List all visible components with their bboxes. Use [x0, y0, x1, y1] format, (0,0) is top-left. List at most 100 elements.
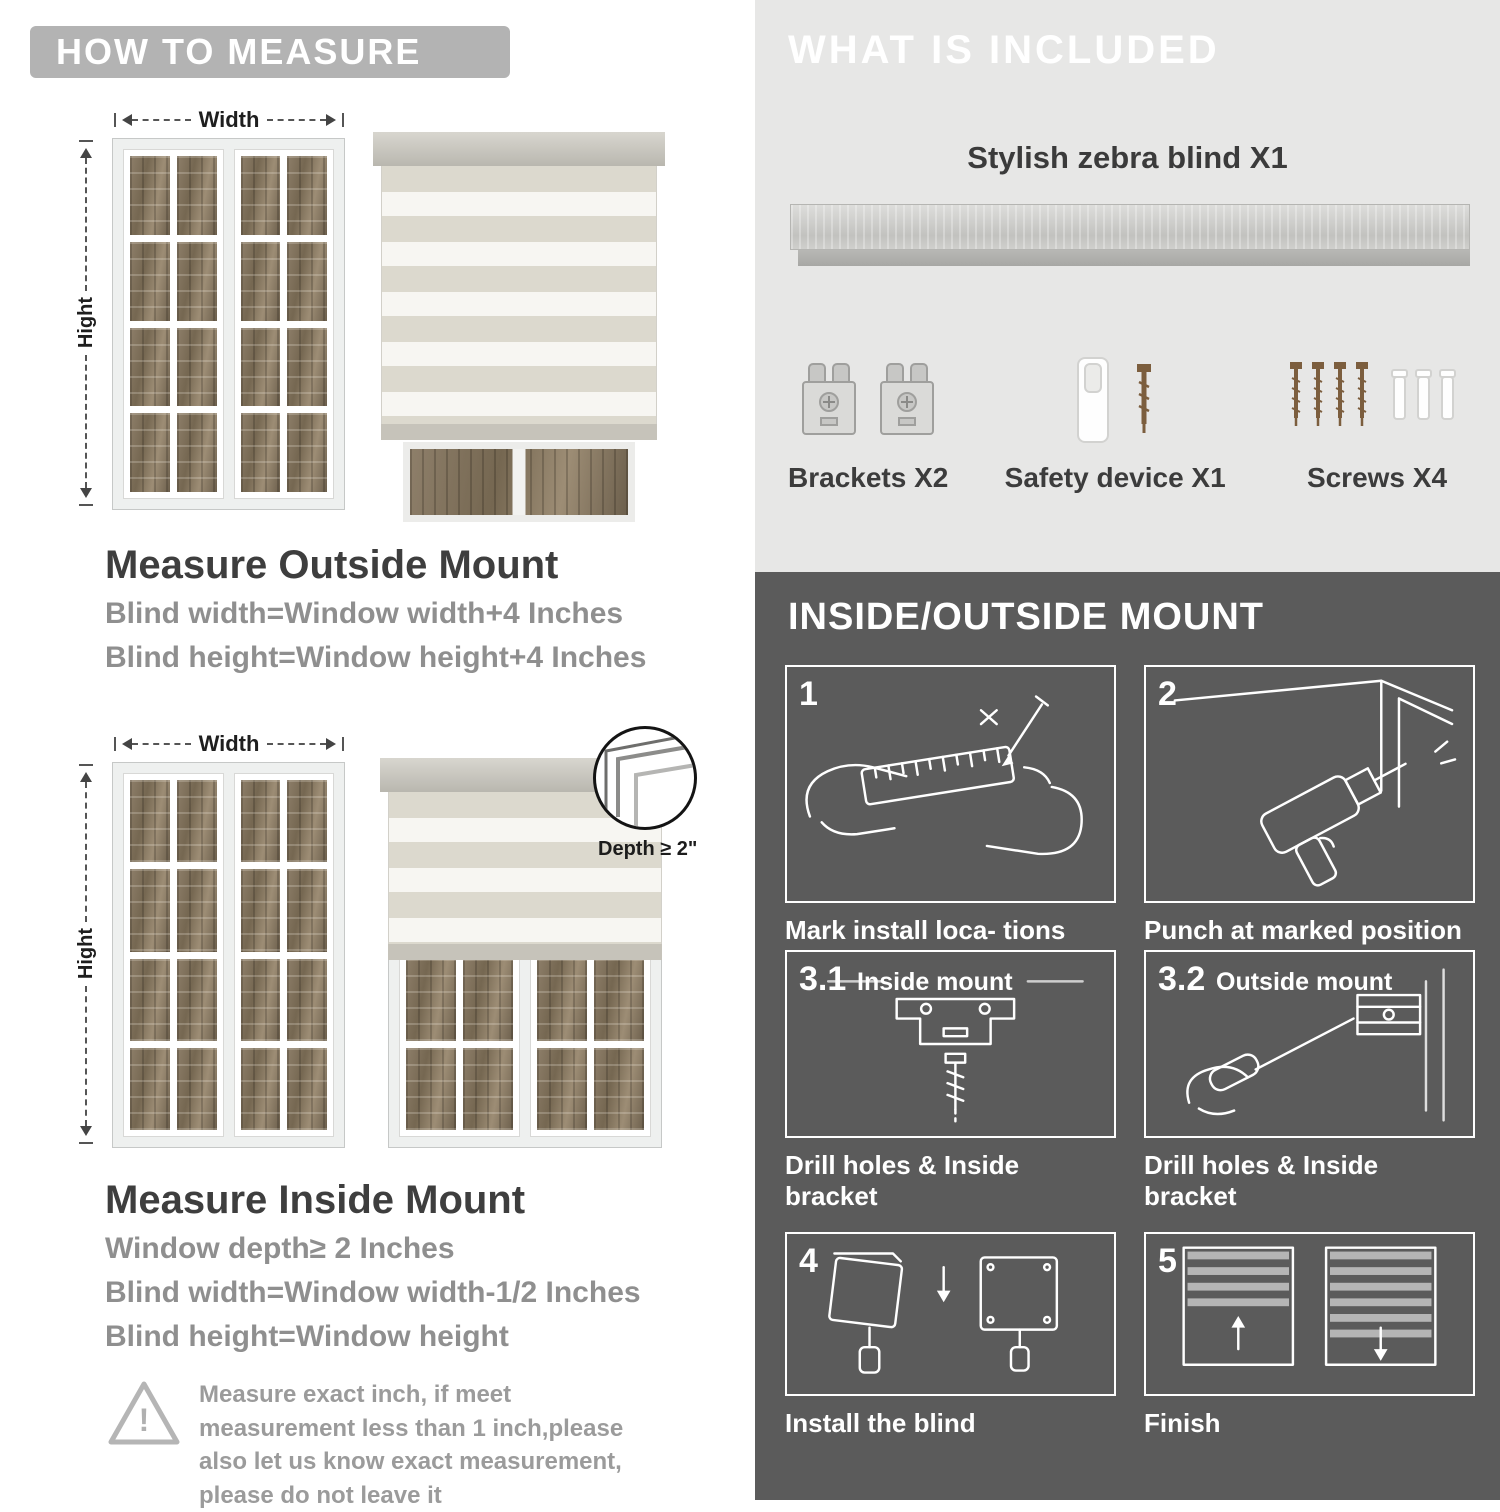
blind-stripes	[381, 166, 657, 424]
finish-illustration	[1182, 1246, 1437, 1366]
step-4-caption: Install the blind	[785, 1408, 976, 1438]
window-pane	[594, 1047, 644, 1130]
step-1-caption: Mark install loca- tions	[785, 915, 1066, 945]
inside-mount-line3: Blind height=Window height	[105, 1320, 509, 1353]
warning-text: Measure exact inch, if meet measurement …	[199, 1381, 624, 1509]
window-pane	[176, 1047, 217, 1130]
step-2-panel: 2	[1144, 665, 1475, 903]
step-3-2-title: Outside mount	[1216, 968, 1393, 996]
window-pane	[240, 413, 281, 492]
window-pane	[287, 780, 327, 863]
window-sash	[233, 773, 334, 1137]
warning-exclamation: !	[138, 1402, 150, 1438]
step-3-1-number: 3.1	[799, 960, 847, 998]
mount-section-background	[755, 572, 1500, 1500]
window-pane	[176, 869, 217, 952]
drill-illustration	[1173, 679, 1457, 887]
window-pane	[537, 1047, 587, 1130]
height-measurement-arrow: Hight	[75, 764, 97, 1144]
window-pane	[240, 156, 281, 235]
step-1-panel: 1	[785, 665, 1116, 903]
step-3-1-panel: 3.1 Inside mount	[785, 950, 1116, 1138]
window-pane	[130, 241, 170, 321]
window-sash	[123, 773, 224, 1137]
window-pane	[287, 327, 327, 407]
window-with-blind-inside-mount	[380, 758, 670, 1148]
window-pane	[130, 156, 170, 235]
window-pane	[240, 241, 281, 321]
window-pane	[176, 958, 217, 1041]
step-5-panel: 5	[1144, 1232, 1475, 1396]
window-pane	[130, 958, 170, 1041]
inside-mount-title: Measure Inside Mount	[105, 1178, 526, 1222]
step-1: 1 Mark install loca- tions	[785, 665, 1116, 946]
window-pane	[130, 780, 170, 863]
height-measurement-arrow: Hight	[75, 140, 97, 506]
window-pane	[176, 241, 217, 321]
screws-label: Screws X4	[1306, 462, 1448, 493]
depth-callout-label: Depth ≥ 2"	[598, 838, 698, 860]
steps-row-1: 1 Mark install loca- tions	[785, 665, 1475, 946]
install-blind-illustration	[828, 1252, 1059, 1374]
window-pane	[287, 413, 327, 492]
measurement-warning: ! Measure exact inch, if meet measuremen…	[105, 1378, 661, 1512]
step-4-number: 4	[799, 1242, 818, 1280]
included-item-safety-device: Safety device X1	[1005, 352, 1226, 494]
zebra-blind-product-illustration	[790, 204, 1470, 266]
outside-mount-title: Measure Outside Mount	[105, 543, 559, 587]
width-measurement-arrow: Width	[114, 731, 345, 756]
window-pane	[594, 958, 644, 1041]
step-4: 4 Install the blind	[785, 1232, 1116, 1439]
step-3-1: 3.1 Inside mount Drill holes & Inside br…	[785, 950, 1116, 1212]
zebra-blind-illustration-outside-mount	[373, 132, 665, 522]
step-3-1-caption: Drill holes & Inside bracket	[785, 1150, 1020, 1211]
step-3-2-number: 3.2	[1158, 960, 1206, 998]
included-item-screws: Screws X4	[1282, 352, 1472, 494]
step-3-1-title: Inside mount	[857, 968, 1013, 996]
window-pane	[537, 958, 587, 1041]
window-pane	[463, 958, 513, 1041]
step-5-number: 5	[1158, 1242, 1177, 1280]
step-3-2-caption: Drill holes & Inside bracket	[1144, 1150, 1379, 1211]
window-pane	[287, 156, 327, 235]
steps-row-2: 3.1 Inside mount Drill holes & Inside br…	[785, 950, 1475, 1212]
blind-headrail	[373, 132, 665, 166]
window-pane	[130, 413, 170, 492]
brackets-label: Brackets X2	[788, 462, 949, 493]
steps-row-3: 4 Install the blind 5	[785, 1232, 1475, 1439]
what-is-included-header: WHAT IS INCLUDED	[788, 28, 1220, 72]
included-item-brackets: Brackets X2	[788, 352, 948, 494]
step-5-caption: Finish	[1144, 1408, 1221, 1438]
warning-triangle-icon: !	[105, 1378, 183, 1450]
zebra-blind-label: Stylish zebra blind X1	[967, 140, 1288, 175]
window-illustration-outside-mount	[112, 138, 345, 510]
step-4-panel: 4	[785, 1232, 1116, 1396]
window-pane	[176, 327, 217, 407]
window-sliver	[403, 442, 635, 522]
outside-mount-line2: Blind height=Window height+4 Inches	[105, 641, 647, 674]
step-2: 2 Punch at marked position	[1144, 665, 1475, 946]
inside-mount-line2: Blind width=Window width-1/2 Inches	[105, 1276, 641, 1309]
step-2-caption: Punch at marked position	[1144, 915, 1462, 945]
depth-detail-callout	[593, 726, 697, 830]
window-pane	[130, 1047, 170, 1130]
window-pane	[130, 869, 170, 952]
step-5: 5	[1144, 1232, 1475, 1439]
window-pane	[240, 1047, 281, 1130]
window-pane	[176, 413, 217, 492]
blind-bottomrail	[381, 424, 657, 440]
window-pane	[176, 780, 217, 863]
window-pane	[240, 869, 281, 952]
window-pane	[240, 327, 281, 407]
height-label: Hight	[74, 928, 97, 980]
window-pane	[406, 1047, 456, 1130]
inside-outside-mount-header: INSIDE/OUTSIDE MOUNT	[788, 596, 1265, 638]
window-pane	[130, 327, 170, 407]
inside-bracket-illustration	[826, 980, 1084, 1123]
blind-bottomrail	[388, 944, 662, 960]
screws-icon	[1290, 362, 1456, 426]
window-pane	[240, 780, 281, 863]
step-2-number: 2	[1158, 675, 1177, 713]
window-pane	[287, 1047, 327, 1130]
